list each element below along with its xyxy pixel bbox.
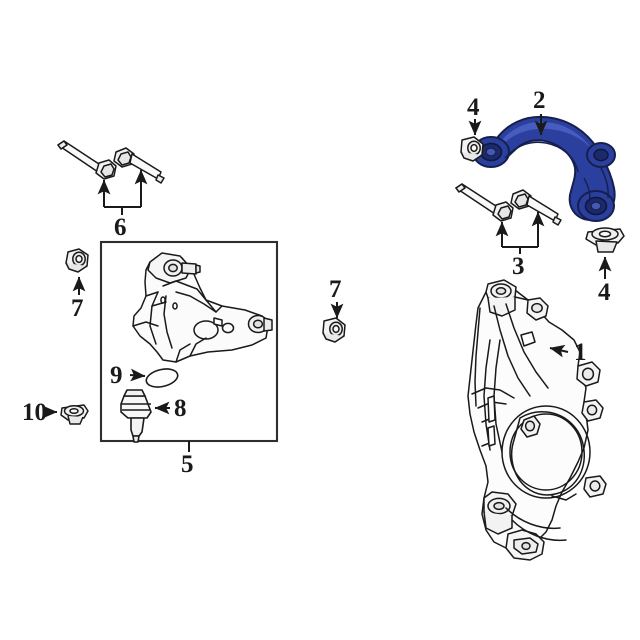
callout-4-lower: 4: [598, 279, 611, 306]
callout-1: 1: [574, 339, 587, 366]
part-lower-ball-joint: [120, 389, 152, 443]
callout-3: 3: [512, 253, 525, 280]
callout-4-upper: 4: [467, 94, 480, 121]
callout-9: 9: [110, 362, 123, 389]
part-upper-arm-nut: [460, 136, 484, 162]
part-lower-arm-bolt-a: [57, 140, 117, 180]
callout-10: 10: [22, 399, 47, 426]
leader-line-3: [495, 211, 545, 254]
callout-5: 5: [181, 451, 194, 478]
part-upper-arm-bolt-b: [510, 189, 562, 226]
part-upper-ball-joint-nut: [585, 227, 625, 253]
part-lower-ball-joint-nut: [60, 404, 89, 425]
callout-8: 8: [174, 395, 187, 422]
part-lower-arm-nut-left: [65, 248, 89, 273]
part-ball-joint-seal: [145, 368, 179, 388]
part-upper-control-arm: [472, 115, 616, 222]
part-lower-arm-nut-right: [322, 317, 346, 343]
callout-7-right: 7: [329, 276, 342, 303]
part-steering-knuckle: [467, 279, 607, 561]
callout-2: 2: [533, 87, 546, 114]
part-lower-control-arm: [132, 252, 273, 363]
leader-line-1: [549, 344, 569, 358]
leader-line-9: [129, 368, 146, 382]
callout-7-left: 7: [71, 295, 84, 322]
part-upper-arm-bolt-a: [455, 183, 514, 222]
callout-6: 6: [114, 214, 127, 241]
leader-line-6: [97, 169, 148, 215]
part-lower-arm-bolt-b: [113, 147, 165, 184]
